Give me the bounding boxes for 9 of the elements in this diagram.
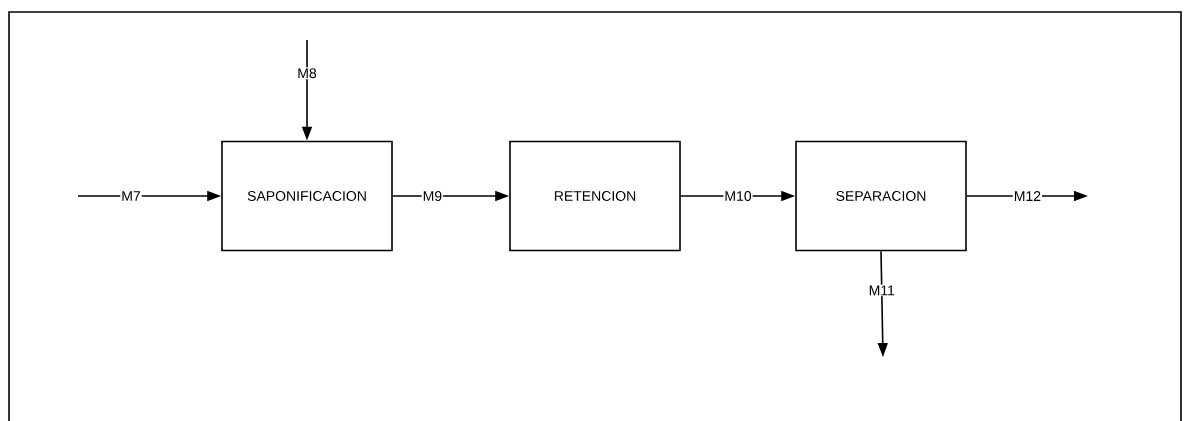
edge-label: M10 <box>723 190 753 202</box>
process-box: SAPONIFICACION <box>221 140 393 252</box>
edge-label: M11 <box>867 284 896 297</box>
edge-label: M8 <box>296 67 318 80</box>
edge-label: M9 <box>421 190 444 202</box>
edge-label: M12 <box>1012 190 1043 202</box>
process-box: SEPARACION <box>795 140 967 252</box>
process-box: RETENCION <box>509 140 681 252</box>
edge-label: M7 <box>120 190 142 202</box>
